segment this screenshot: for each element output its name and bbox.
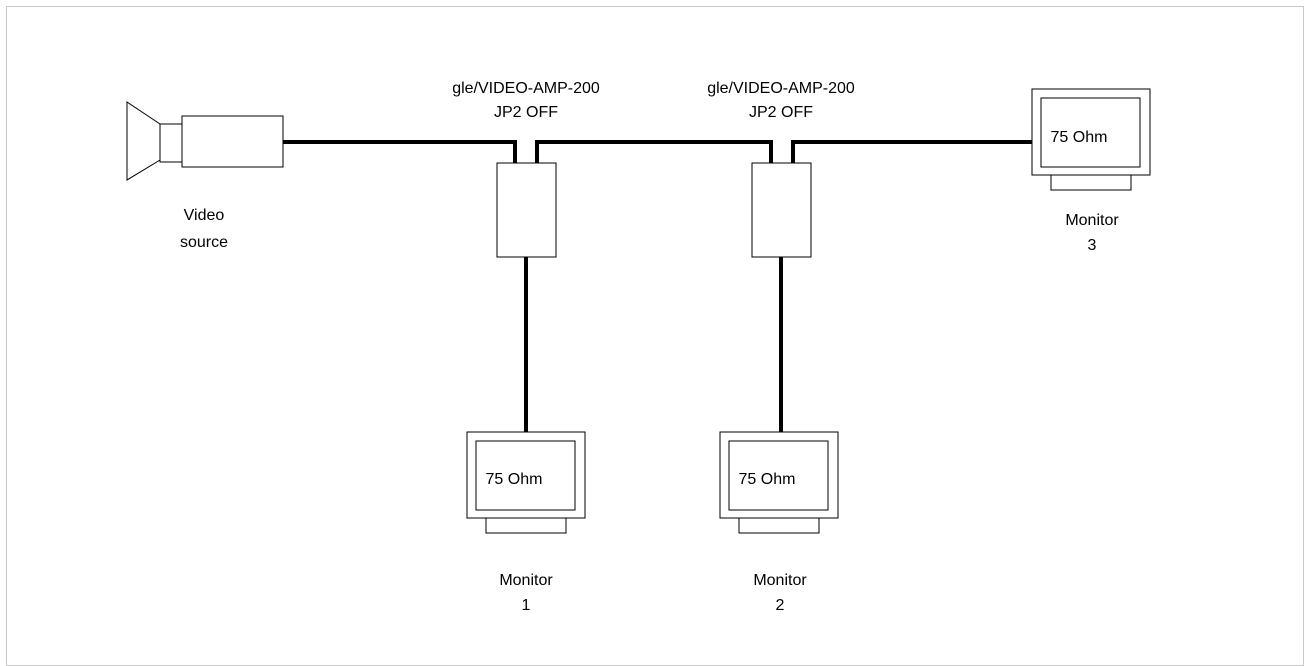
cable-source-to-amp1 [283,140,517,163]
monitor-2-label-line1: Monitor [753,572,807,589]
amplifier-1-box [496,162,557,258]
monitor-1-label-line1: Monitor [499,572,553,589]
monitor-3-label-line2: 3 [1088,237,1097,254]
cable-amp2-to-monitor3 [791,140,1032,163]
monitor-3-label-line1: Monitor [1065,212,1119,229]
monitor-2-label-line2: 2 [776,597,785,614]
amplifier-2-setting: JP2 OFF [749,104,813,121]
monitor-3-icon [1031,88,1151,191]
monitor-3-impedance: 75 Ohm [1051,129,1108,146]
video-source-label-line1: Video [184,207,225,224]
amplifier-1-model: gle/VIDEO-AMP-200 [452,80,600,97]
monitor-1-icon [466,431,586,534]
amplifier-1-setting: JP2 OFF [494,104,558,121]
camera-icon [126,101,284,181]
monitor-1-impedance: 75 Ohm [486,471,543,488]
monitor-2-impedance: 75 Ohm [739,471,796,488]
monitor-1-label-line2: 1 [522,597,531,614]
cable-amp1-to-amp2 [535,140,773,163]
video-source-label-line2: source [180,234,228,251]
monitor-2-icon [719,431,839,534]
amplifier-2-model: gle/VIDEO-AMP-200 [707,80,855,97]
amplifier-2-box [751,162,812,258]
